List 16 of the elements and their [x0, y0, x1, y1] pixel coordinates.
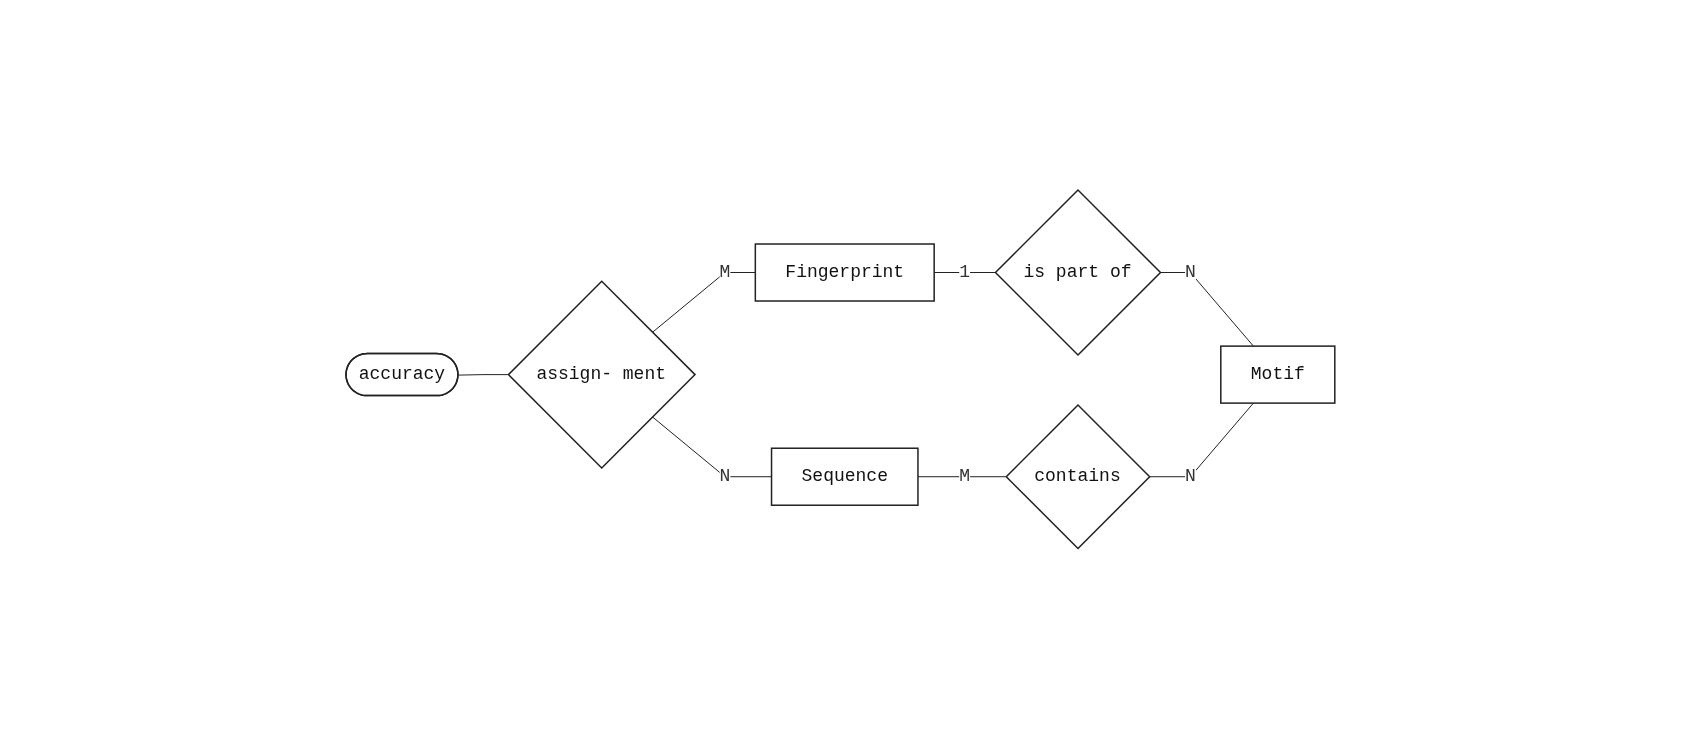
- node-box: Sequence: [770, 447, 919, 506]
- edge-label: N: [1185, 261, 1196, 282]
- edge-label: N: [719, 466, 731, 487]
- edge-label: N: [1185, 466, 1196, 487]
- connector: [458, 373, 509, 376]
- node-diamond: assign- ment: [507, 280, 697, 469]
- node-diamond: is part of: [994, 188, 1162, 356]
- edge-label: 1: [959, 261, 971, 282]
- connector: [651, 271, 756, 333]
- node-box: Motif: [1220, 345, 1336, 404]
- connector: [1159, 271, 1254, 347]
- connector: [1148, 402, 1254, 477]
- edge-label: M: [959, 466, 971, 487]
- node-box: Fingerprint: [754, 243, 935, 302]
- node-diamond: contains: [1005, 403, 1151, 550]
- edge-label: M: [719, 261, 731, 282]
